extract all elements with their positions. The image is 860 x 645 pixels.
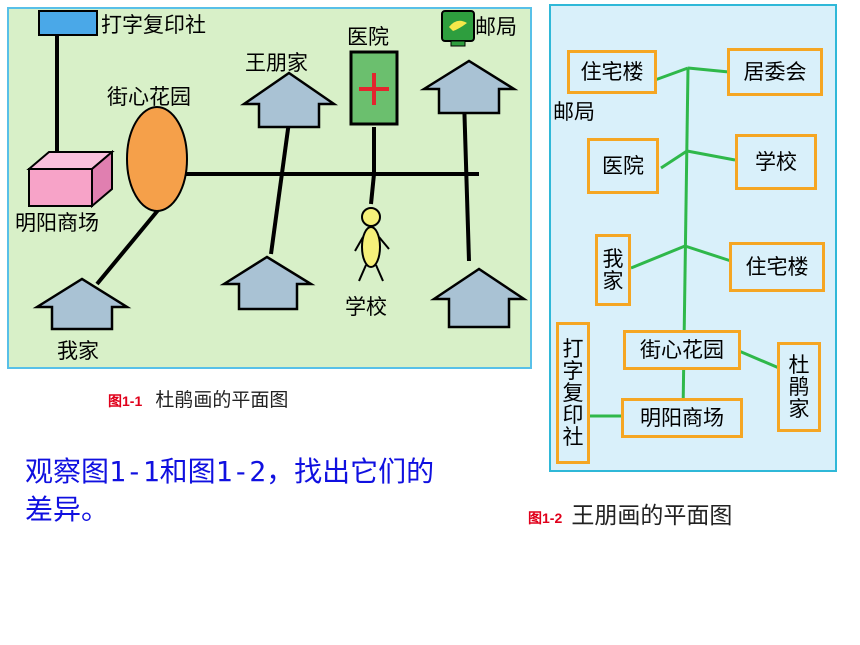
box-my-home: 我 家 <box>595 234 631 306</box>
person-icon <box>354 207 390 282</box>
label-hospital: 医院 <box>347 25 389 49</box>
box-school: 学校 <box>735 134 817 190</box>
branch-garden-du <box>738 349 780 370</box>
print-shop-sign-icon <box>38 10 98 36</box>
label-print-shop: 打字复印社 <box>101 13 206 37</box>
box-print-shop: 打 字 复 印 社 <box>556 322 590 464</box>
figure-1-1: 打字复印社 医院 邮局 王朋家 街心花园 明阳商场 学校 我家 <box>7 7 532 369</box>
label-my-home: 我家 <box>57 339 99 363</box>
question-text: 观察图1-1和图1-2，找出它们的差异。 <box>25 455 435 526</box>
label-mall: 明阳商场 <box>15 211 99 235</box>
print-shop-char-1: 打 <box>562 336 584 361</box>
branch-committee <box>687 66 730 74</box>
print-shop-char-2: 字 <box>562 358 584 383</box>
garden-oval-icon <box>126 106 188 212</box>
box-residential-top: 住宅楼 <box>567 50 657 94</box>
my-home-char-2: 家 <box>602 269 624 293</box>
branch-residential-mid <box>684 244 732 263</box>
label-wang-home: 王朋家 <box>245 51 308 75</box>
house-icon-bottom-right <box>429 267 529 329</box>
du-home-char-2: 鹃 <box>788 374 810 399</box>
house-icon-top-right <box>419 59 519 115</box>
road-wang-home <box>269 106 293 255</box>
box-du-home: 杜 鹃 家 <box>777 342 821 432</box>
print-shop-char-5: 社 <box>562 425 584 450</box>
figure-1-1-caption-number: 图1-1 <box>108 393 143 409</box>
branch-my-home <box>630 244 686 270</box>
box-garden: 街心花园 <box>623 330 741 370</box>
print-shop-char-4: 印 <box>562 403 584 428</box>
branch-hospital <box>660 149 688 170</box>
du-home-char-1: 杜 <box>788 352 810 377</box>
road-my-home <box>95 207 161 286</box>
figure-1-2-caption: 图1-2 王朋画的平面图 <box>528 496 732 530</box>
box-committee: 居委会 <box>727 48 823 96</box>
label-school: 学校 <box>345 295 387 319</box>
branch-school <box>686 149 736 162</box>
house-icon-bottom-mid <box>219 255 316 311</box>
du-home-char-3: 家 <box>788 397 810 422</box>
figure-1-2: 住宅楼 居委会 邮局 医院 学校 我 家 住宅楼 打 字 复 印 社 街心花园 … <box>549 4 837 472</box>
figure-1-1-caption-text: 杜鹃画的平面图 <box>155 389 289 411</box>
mall-cube-icon <box>26 149 115 209</box>
house-icon-wang <box>239 71 339 129</box>
post-office-sign-icon <box>441 10 475 47</box>
box-hospital: 医院 <box>587 138 659 194</box>
box-mall: 明阳商场 <box>621 398 743 438</box>
road-school <box>369 173 376 205</box>
my-home-char-1: 我 <box>602 246 624 271</box>
house-icon-my-home <box>32 277 132 331</box>
branch-residential-top <box>654 66 689 82</box>
label-garden: 街心花园 <box>107 85 191 109</box>
print-shop-char-3: 复 <box>562 380 584 405</box>
label-post-office-2: 邮局 <box>553 100 595 124</box>
figure-1-1-caption: 图1-1 杜鹃画的平面图 <box>108 385 288 412</box>
hospital-sign-icon <box>349 50 399 126</box>
figure-1-2-caption-text: 王朋画的平面图 <box>571 503 733 529</box>
figure-1-2-caption-number: 图1-2 <box>528 510 563 526</box>
figure-1-1-drawing <box>26 10 529 331</box>
road-post-office <box>462 98 471 262</box>
box-residential-mid: 住宅楼 <box>729 242 825 292</box>
label-post-office: 邮局 <box>475 15 517 39</box>
